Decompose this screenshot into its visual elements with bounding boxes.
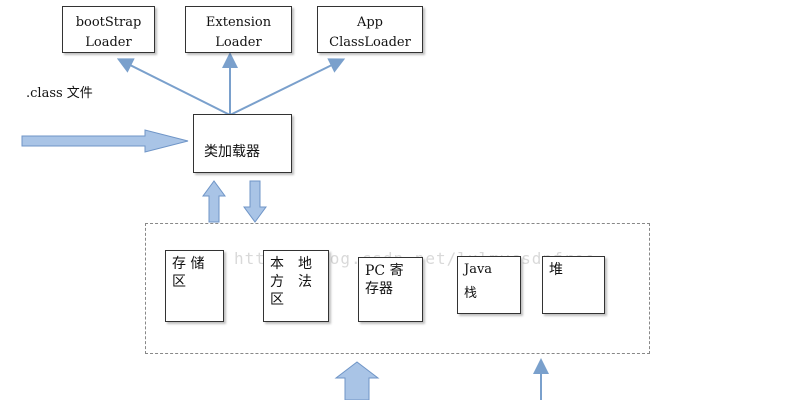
native-method-col2: 地 法 bbox=[298, 255, 312, 317]
bootstrap-loader-line1: bootStrap bbox=[75, 15, 142, 30]
pc-register-line2: 存器 bbox=[365, 281, 393, 297]
heap-line1: 堆 bbox=[549, 262, 563, 278]
app-classloader-box: App ClassLoader bbox=[317, 6, 423, 53]
arrow-to-app-classloader bbox=[229, 58, 346, 116]
storage-area-line1: 存 储 bbox=[172, 256, 205, 272]
class-file-input-arrow bbox=[21, 129, 189, 153]
extension-loader-box: Extension Loader bbox=[185, 6, 292, 53]
pc-register-box: PC 寄 存器 bbox=[358, 257, 423, 322]
java-stack-line1: Java bbox=[464, 262, 493, 277]
arrow-to-bootstrap-loader bbox=[116, 58, 231, 116]
native-method-line2: 方 bbox=[270, 274, 284, 290]
runtime-data-area bbox=[145, 223, 650, 354]
native-method-line3: 区 bbox=[270, 292, 284, 308]
bootstrap-loader-box: bootStrap Loader bbox=[62, 6, 155, 53]
class-loader-label: 类加载器 bbox=[204, 144, 260, 160]
bottom-up-block-arrow bbox=[334, 361, 380, 400]
app-classloader-line2: ClassLoader bbox=[329, 35, 411, 50]
native-method-line4: 地 bbox=[298, 256, 312, 272]
storage-area-box: 存 储 区 bbox=[165, 250, 224, 322]
class-loader-box: 类加载器 bbox=[193, 114, 292, 173]
class-file-label: .class 文件 bbox=[26, 86, 93, 101]
native-method-area-box: 本 方 区 地 法 bbox=[263, 250, 329, 322]
native-method-line1: 本 bbox=[270, 256, 284, 272]
app-classloader-line1: App bbox=[356, 15, 384, 30]
storage-area-line2: 区 bbox=[172, 274, 186, 290]
native-method-line5: 法 bbox=[298, 274, 312, 290]
bootstrap-loader-line2: Loader bbox=[85, 35, 132, 50]
extension-loader-line2: Loader bbox=[215, 35, 262, 50]
java-stack-line2: 栈 bbox=[464, 286, 478, 301]
heap-box: 堆 bbox=[542, 256, 605, 314]
down-block-arrow bbox=[243, 180, 267, 223]
java-stack-box: Java 栈 bbox=[457, 256, 521, 314]
up-block-arrow bbox=[202, 180, 226, 223]
native-method-col1: 本 方 区 bbox=[270, 255, 284, 317]
pc-register-line1: PC 寄 bbox=[365, 263, 404, 279]
extension-loader-line1: Extension bbox=[205, 15, 272, 30]
